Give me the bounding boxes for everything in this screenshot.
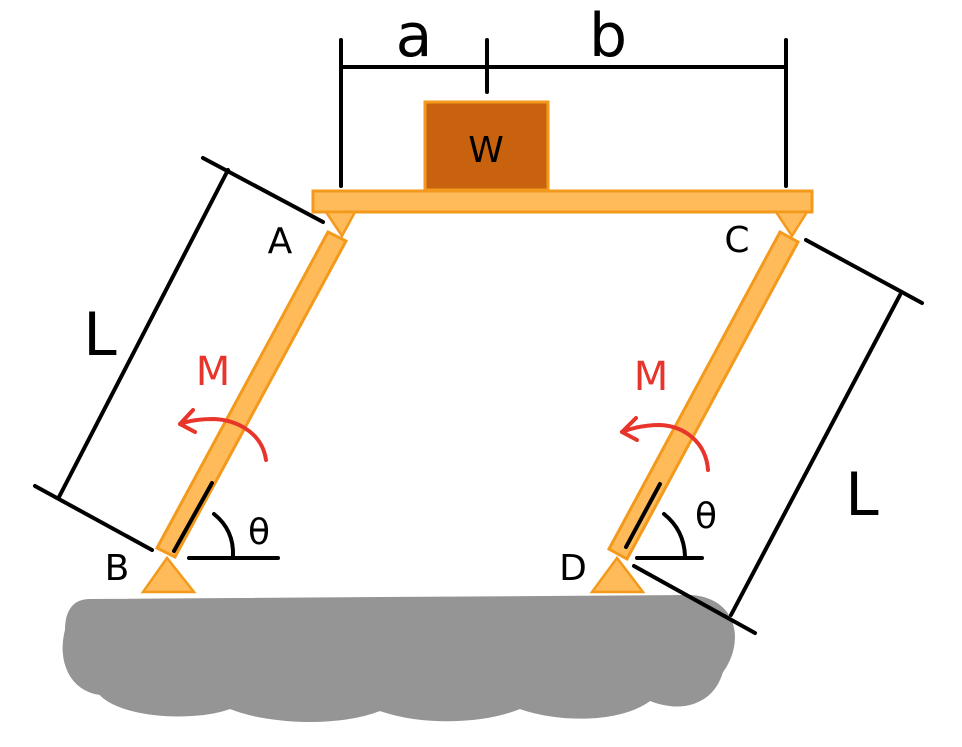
member-cd [606, 229, 801, 562]
moment-arrow-right [620, 416, 710, 472]
platform [311, 189, 814, 214]
point-b-label: B [105, 548, 130, 589]
dimension-ab [339, 38, 788, 188]
member-ab [154, 230, 349, 559]
weight-label: W [468, 130, 504, 171]
length-right-label: L [845, 460, 879, 530]
dim-a-label: a [396, 1, 433, 71]
support-c [773, 210, 810, 239]
support-b [140, 555, 197, 594]
point-d-label: D [559, 548, 587, 589]
point-c-label: C [724, 220, 749, 261]
angle-left-label: θ [248, 512, 270, 553]
point-a-label: A [268, 221, 293, 262]
support-d [589, 555, 646, 594]
moment-arrow-left [178, 408, 268, 462]
dim-b-label: b [589, 1, 627, 71]
angle-marker-left [172, 481, 280, 560]
angle-right-label: θ [695, 496, 717, 537]
ground [62, 594, 735, 723]
moment-right-label: M [634, 354, 669, 400]
angle-marker-right [624, 482, 704, 560]
moment-left-label: M [196, 349, 231, 395]
length-dimension-left [33, 156, 325, 552]
weight-block [423, 100, 550, 192]
length-left-label: L [83, 300, 117, 370]
support-a [323, 210, 358, 239]
length-dimension-right [632, 238, 924, 635]
